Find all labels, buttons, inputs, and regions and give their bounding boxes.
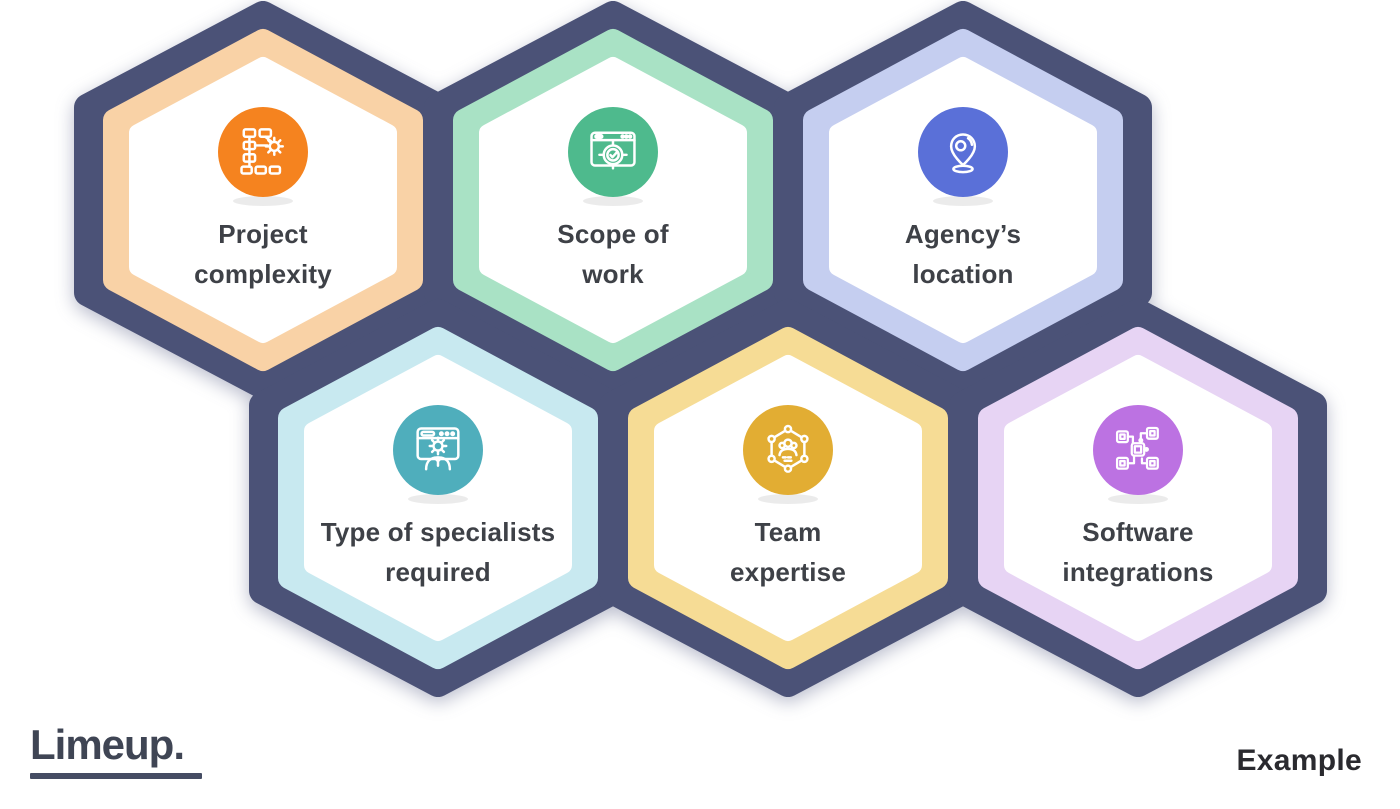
- icon-badge: [218, 107, 308, 197]
- hexagon-card-type-of-specialists: Type of specialists required: [218, 258, 658, 738]
- badge-shadow: [408, 494, 468, 504]
- icon-badge: [1093, 405, 1183, 495]
- hexagon-face: [479, 57, 747, 343]
- hexagon-face: [129, 57, 397, 343]
- badge-shadow: [933, 196, 993, 206]
- hexagon-label: Type of specialists required: [320, 517, 556, 587]
- badge-shadow: [233, 196, 293, 206]
- browser-specialist-gear-icon: [416, 427, 460, 471]
- hexagon-face: [304, 355, 572, 641]
- hexagon-label: Project complexity: [194, 219, 332, 289]
- chip-integration-icon: [1115, 426, 1159, 470]
- example-label: Example: [1236, 744, 1362, 777]
- hexagon-face: [829, 57, 1097, 343]
- limeup-logo-text: Limeup.: [30, 721, 185, 768]
- hexagon-card-scope-of-work: Scope of work: [393, 0, 833, 440]
- hexagon-card-software-integrations: Software integrations: [918, 258, 1358, 738]
- badge-shadow: [1108, 494, 1168, 504]
- limeup-logo: Limeup.: [30, 721, 202, 780]
- hexagon-card-team-expertise: Team expertise: [568, 258, 1008, 738]
- hexagon-label: Software integrations: [1062, 517, 1214, 587]
- icon-badge: [568, 107, 658, 197]
- logo-underline: [30, 773, 202, 780]
- hexagon-face: [1004, 355, 1272, 641]
- hexagon-label: Scope of work: [557, 219, 669, 289]
- hexagon-label: Team expertise: [730, 517, 846, 587]
- project-structure-gear-icon: [240, 128, 285, 175]
- badge-shadow: [758, 494, 818, 504]
- location-pin-icon: [949, 133, 977, 174]
- team-network-icon: [767, 424, 809, 473]
- hexagon-card-agencys-location: Agency’s location: [743, 0, 1183, 440]
- hexagon-label: Agency’s location: [904, 219, 1022, 289]
- hexagon-card-project-complexity: Project complexity: [43, 0, 483, 440]
- icon-badge: [918, 107, 1008, 197]
- browser-target-check-icon: [590, 131, 636, 170]
- hexagon-face: [654, 355, 922, 641]
- badge-shadow: [583, 196, 643, 206]
